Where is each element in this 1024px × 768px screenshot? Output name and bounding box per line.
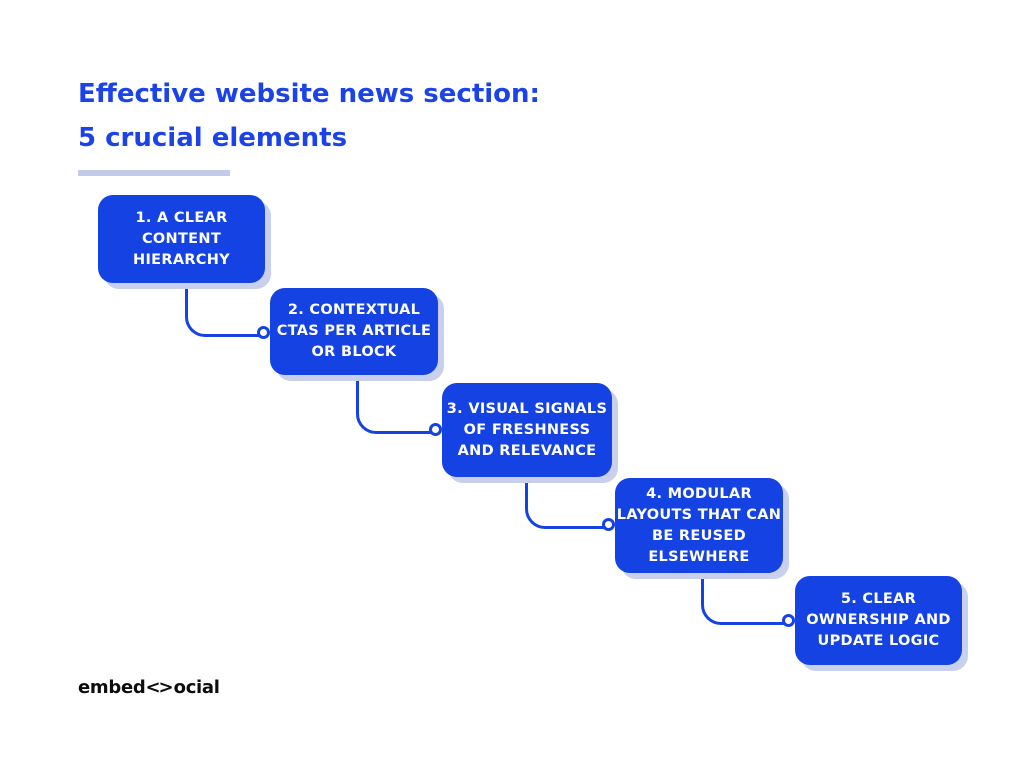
step-2-line-3: OR BLOCK — [311, 344, 397, 360]
page-title-line-2: 5 crucial elements — [78, 123, 348, 153]
step-4-line-3: BE REUSED — [652, 527, 746, 544]
connector-line-1-2 — [185, 279, 267, 337]
step-4-line-2: LAYOUTS THAT CAN — [616, 506, 782, 523]
title-underline-bar — [78, 170, 230, 176]
connector-ring-icon-3 — [602, 518, 615, 531]
step-1-line-1: 1. A CLEAR — [135, 209, 228, 226]
step-2-line-1: 2. CONTEXTUAL — [287, 302, 421, 318]
step-3-line-2: OF FRESHNESS — [463, 421, 591, 438]
page-title-line-1: Effective website news section: — [78, 79, 540, 109]
step-4-line-4: ELSEWHERE — [648, 548, 750, 565]
logo-brackets-icon: <> — [145, 677, 173, 698]
step-2-line-2: CTAS PER ARTICLE — [276, 323, 432, 339]
connector-ring-icon-4 — [782, 614, 795, 627]
connector-line-2-3 — [356, 371, 439, 434]
step-box-5: 5. CLEAR OWNERSHIP AND UPDATE LOGIC — [795, 576, 962, 665]
step-5-line-1: 5. CLEAR — [840, 591, 917, 607]
step-box-3: 3. VISUAL SIGNALS OF FRESHNESS AND RELEV… — [442, 383, 612, 477]
logo-text-prefix: embed — [78, 677, 146, 698]
step-5-line-2: OWNERSHIP AND — [806, 612, 951, 628]
step-3-line-3: AND RELEVANCE — [457, 442, 597, 459]
step-box-2: 2. CONTEXTUAL CTAS PER ARTICLE OR BLOCK — [270, 288, 438, 375]
connector-ring-icon-2 — [429, 423, 442, 436]
step-1-line-2: CONTENT — [141, 230, 222, 247]
logo-text-suffix: ocial — [173, 677, 220, 698]
connector-ring-icon-1 — [257, 326, 270, 339]
step-4-line-1: 4. MODULAR — [646, 485, 752, 502]
step-box-4: 4. MODULAR LAYOUTS THAT CAN BE REUSED EL… — [615, 478, 783, 573]
connector-line-3-4 — [525, 473, 612, 529]
embedsocial-logo: embed<>ocial — [78, 678, 220, 698]
step-5-line-3: UPDATE LOGIC — [817, 633, 940, 649]
step-1-line-3: HIERARCHY — [133, 251, 230, 268]
page-title: Effective website news section: 5 crucial… — [78, 72, 540, 160]
step-box-1: 1. A CLEAR CONTENT HIERARCHY — [98, 195, 265, 283]
step-3-line-1: 3. VISUAL SIGNALS — [446, 400, 608, 417]
connector-line-4-5 — [701, 569, 792, 625]
